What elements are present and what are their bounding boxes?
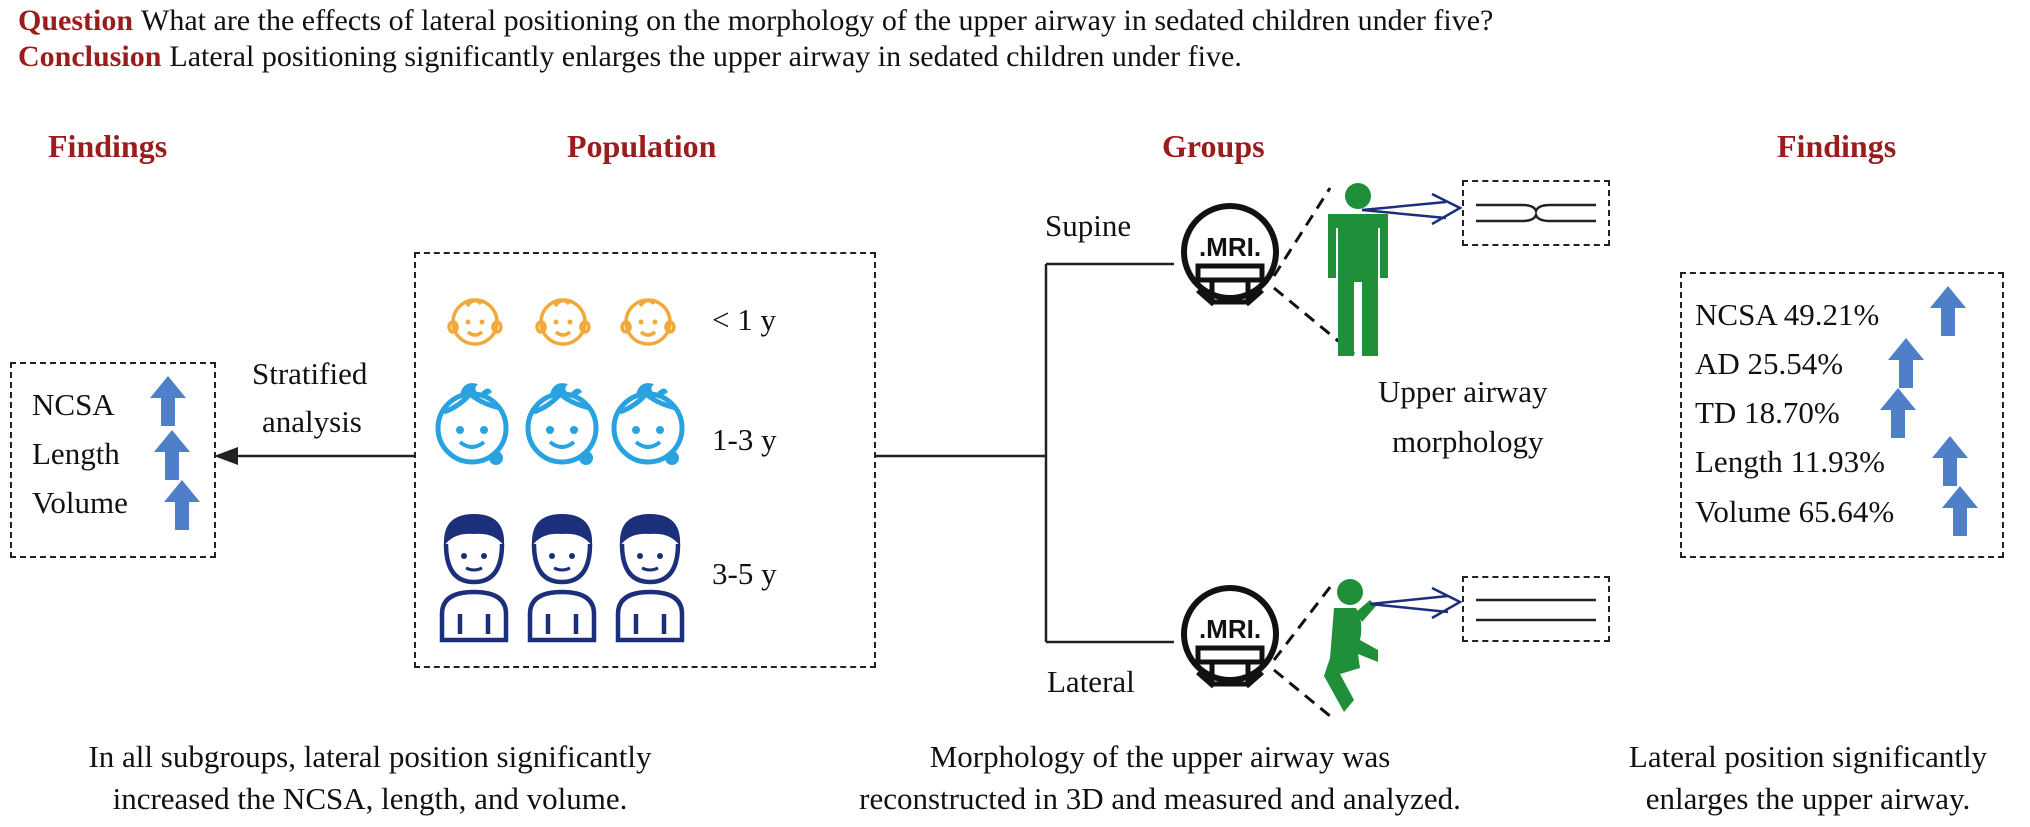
- mri-label: .MRI.: [1199, 614, 1261, 644]
- up-arrow-icon: [150, 376, 186, 426]
- airway-narrow-icon: [1476, 203, 1596, 223]
- morphology-label-line2: morphology: [1392, 424, 1544, 459]
- left-findings-heading: Findings: [48, 128, 168, 164]
- up-arrow-icon: [154, 430, 190, 480]
- up-arrow-icon: [164, 480, 200, 530]
- left-caption-line2: increased the NCSA, length, and volume.: [112, 781, 628, 816]
- right-caption-line1: Lateral position significantly: [1628, 739, 1988, 774]
- left-findings-caption: In all subgroups, lateral position signi…: [10, 736, 730, 820]
- right-finding-ncsa: NCSA 49.21%: [1695, 297, 1880, 332]
- left-caption-line1: In all subgroups, lateral position signi…: [88, 739, 652, 774]
- up-arrow-icon: [1880, 388, 1916, 438]
- group-branch-connector: [876, 262, 1174, 644]
- toddler-face-icon: [525, 383, 599, 465]
- question-label: Question: [18, 4, 134, 37]
- left-finding-volume: Volume: [32, 485, 128, 520]
- right-findings-caption: Lateral position significantly enlarges …: [1590, 736, 2026, 820]
- right-finding-ad: AD 25.54%: [1695, 346, 1844, 381]
- left-finding-length: Length: [32, 436, 120, 471]
- airway-lateral-box: [1462, 576, 1610, 642]
- right-findings-heading: Findings: [1777, 128, 1897, 164]
- child-icon: [439, 514, 509, 643]
- up-arrow-icon: [1932, 436, 1968, 486]
- conclusion-text: Lateral positioning significantly enlarg…: [169, 40, 1242, 73]
- right-findings-box: [1680, 272, 2004, 558]
- population-box: [414, 252, 876, 668]
- up-arrow-icon: [1942, 486, 1978, 536]
- child-icon: [615, 514, 685, 643]
- population-heading: Population: [567, 128, 717, 164]
- question-text: What are the effects of lateral position…: [141, 4, 1494, 37]
- mri-label: .MRI.: [1199, 232, 1261, 262]
- up-arrow-icon: [1930, 286, 1966, 336]
- age-group-3-5: 3-5 y: [712, 556, 777, 591]
- groups-caption-line2: reconstructed in 3D and measured and ana…: [859, 781, 1461, 816]
- age-group-1-3: 1-3 y: [712, 422, 777, 457]
- groups-heading: Groups: [1162, 128, 1265, 164]
- stratified-label-line2: analysis: [262, 404, 362, 439]
- left-finding-ncsa: NCSA: [32, 387, 115, 422]
- right-finding-volume: Volume 65.64%: [1695, 494, 1895, 529]
- mri-scanner-icon: .MRI.: [1181, 203, 1279, 307]
- airway-pointer-arrow: [1369, 586, 1463, 620]
- morphology-label-line1: Upper airway: [1378, 374, 1548, 409]
- conclusion-label: Conclusion: [18, 40, 162, 73]
- child-icon: [527, 514, 597, 643]
- kneeling-person-icon: [1324, 579, 1378, 712]
- standing-person-icon: [1328, 183, 1388, 356]
- groups-caption: Morphology of the upper airway was recon…: [800, 736, 1520, 820]
- mri-scanner-icon: .MRI.: [1181, 585, 1279, 689]
- up-arrow-icon: [1888, 338, 1924, 388]
- toddler-face-icon: [611, 383, 685, 465]
- baby-face-icon: [620, 298, 676, 346]
- right-finding-length: Length 11.93%: [1695, 444, 1885, 479]
- left-findings-box: [10, 362, 216, 558]
- stratified-arrow: [214, 447, 414, 465]
- groups-caption-line1: Morphology of the upper airway was: [929, 739, 1391, 774]
- airway-wide-icon: [1476, 598, 1596, 622]
- stratified-label-line1: Stratified: [252, 356, 368, 391]
- airway-pointer-arrow: [1361, 192, 1463, 226]
- toddler-face-icon: [435, 383, 509, 465]
- right-finding-td: TD 18.70%: [1695, 395, 1840, 430]
- age-group-under-1: < 1 y: [712, 302, 776, 337]
- baby-face-icon: [535, 298, 591, 346]
- airway-supine-box: [1462, 180, 1610, 246]
- lateral-label: Lateral: [1047, 664, 1135, 699]
- baby-face-icon: [447, 298, 503, 346]
- supine-label: Supine: [1045, 208, 1132, 243]
- right-caption-line2: enlarges the upper airway.: [1645, 781, 1971, 816]
